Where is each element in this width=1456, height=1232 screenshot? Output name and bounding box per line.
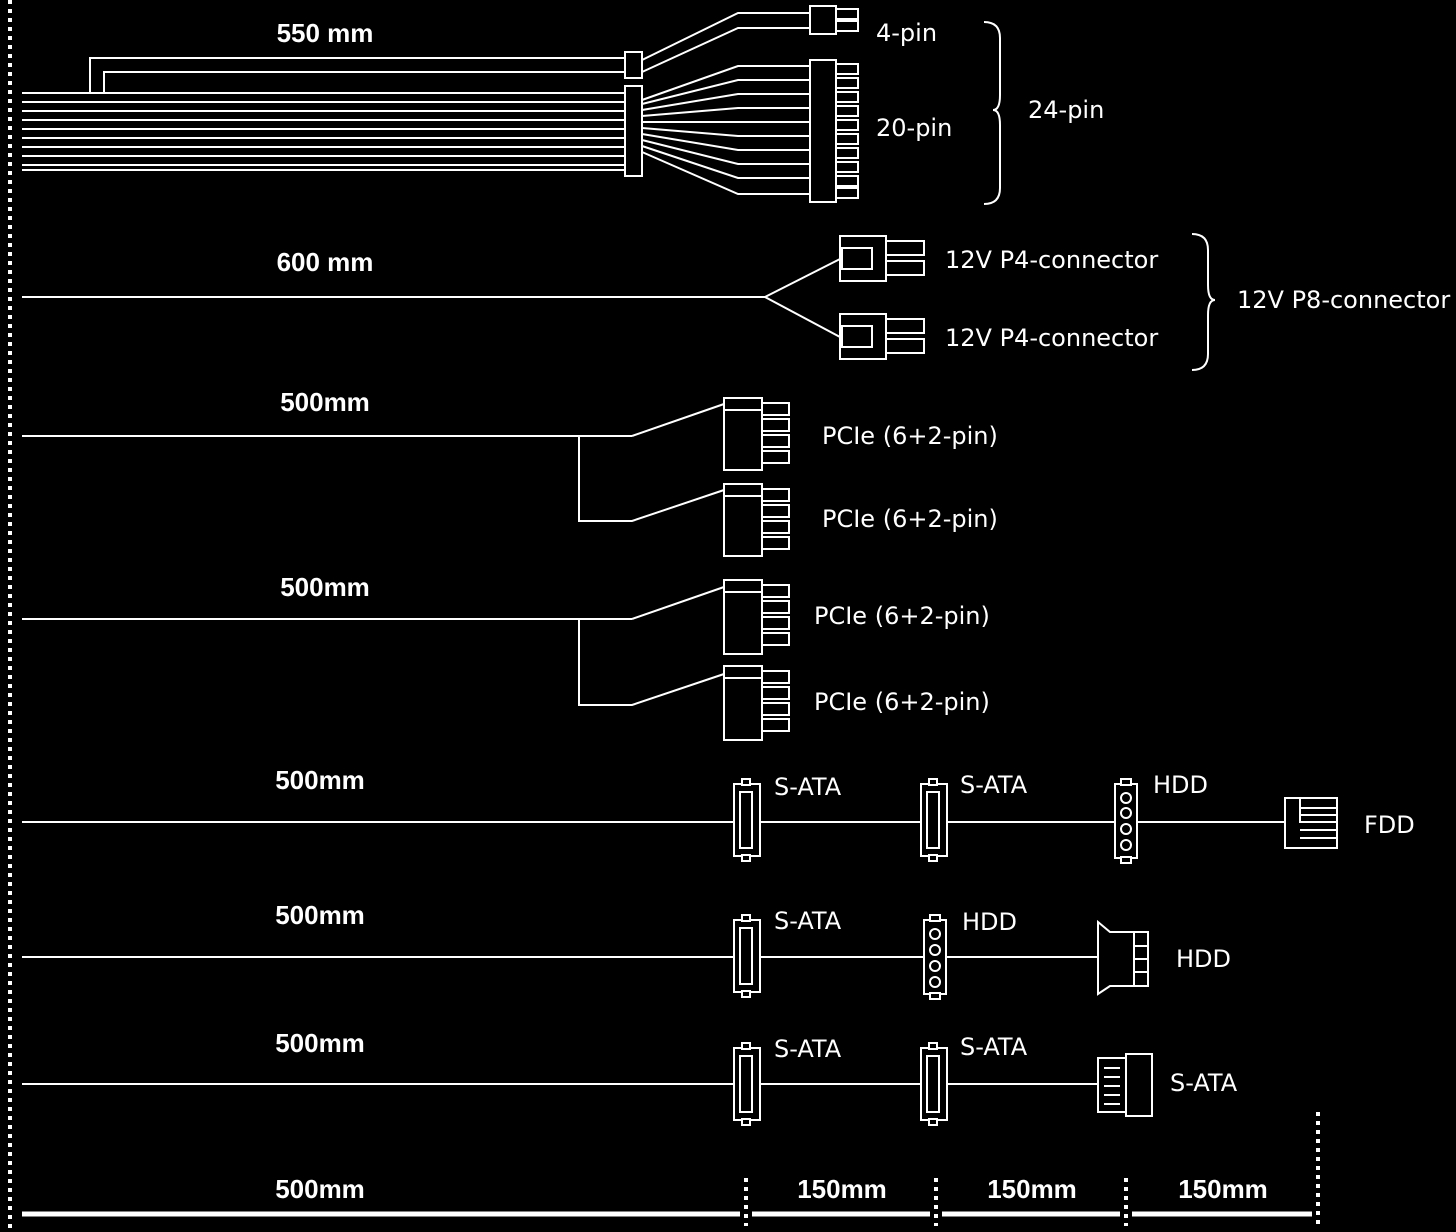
- connector-4pin: [809, 5, 859, 35]
- connector-sata: [733, 914, 761, 998]
- connector-p4-a: [839, 235, 925, 282]
- cable-periph-2: 500mm S-ATA HDD HDD: [22, 900, 1231, 1000]
- connector-fdd: [1284, 797, 1338, 849]
- fan-wires-20pin: [641, 65, 810, 195]
- label-conn-3: HDD: [1153, 771, 1208, 799]
- cable-periph-1: 500mm: [22, 765, 1415, 864]
- wire-bundle: [22, 92, 625, 171]
- label-conn-1: S-ATA: [774, 907, 842, 935]
- label-24pin-group: 24-pin: [1028, 96, 1104, 124]
- cable-length-label: 550 mm: [277, 18, 374, 48]
- label-p4-a: 12V P4-connector: [945, 246, 1158, 274]
- scale-label-3: 150mm: [1178, 1174, 1268, 1204]
- brace-24pin: [983, 21, 1001, 205]
- label-pcie-b: PCIe (6+2-pin): [814, 688, 990, 716]
- connector-pcie: [723, 397, 790, 471]
- connector-sata: [733, 1042, 761, 1126]
- connector-p4-b: [839, 313, 925, 360]
- split-wire-outer: [89, 57, 625, 93]
- label-p8-group: 12V P8-connector: [1237, 286, 1450, 314]
- cable-length-label: 500mm: [280, 572, 370, 602]
- label-conn-1: S-ATA: [774, 1035, 842, 1063]
- label-conn-4: FDD: [1364, 811, 1415, 839]
- connector-molex-female: [1097, 919, 1149, 996]
- connector-sata: [733, 778, 761, 862]
- connector-sata: [920, 1042, 948, 1126]
- label-pcie-a: PCIe (6+2-pin): [814, 602, 990, 630]
- cable-24pin: 550 mm: [22, 5, 1104, 205]
- connector-molex: [1114, 778, 1138, 864]
- label-pcie-b: PCIe (6+2-pin): [822, 505, 998, 533]
- label-conn-2: HDD: [962, 908, 1017, 936]
- scale-label-1: 150mm: [797, 1174, 887, 1204]
- cable-pcie-2: 500mm PCIe (6+2-pin) PCIe (6+2-pin): [22, 572, 990, 741]
- scale-label-2: 150mm: [987, 1174, 1077, 1204]
- connector-sata-end: [1097, 1053, 1153, 1117]
- connector-pcie: [723, 579, 790, 655]
- brace-p8: [1191, 233, 1216, 371]
- sleeve-large: [624, 85, 643, 177]
- scale-label-main: 500mm: [275, 1174, 365, 1204]
- length-scale: 500mm 150mm 150mm 150mm: [22, 1112, 1320, 1226]
- label-conn-1: S-ATA: [774, 773, 842, 801]
- sleeve-small: [624, 51, 643, 79]
- connector-molex: [923, 914, 947, 1000]
- label-conn-2: S-ATA: [960, 1033, 1028, 1061]
- label-p4-b: 12V P4-connector: [945, 324, 1158, 352]
- cable-length-label: 500mm: [275, 1028, 365, 1058]
- label-4pin: 4-pin: [876, 19, 937, 47]
- cable-length-label: 500mm: [275, 765, 365, 795]
- label-conn-3: S-ATA: [1170, 1069, 1238, 1097]
- cable-length-label: 500mm: [275, 900, 365, 930]
- connector-20pin: [809, 59, 859, 203]
- split-wire-inner: [103, 71, 625, 93]
- connector-pcie: [723, 665, 790, 741]
- cable-periph-3: 500mm S-ATA S-ATA S-ATA: [22, 1028, 1238, 1126]
- label-conn-3: HDD: [1176, 945, 1231, 973]
- connector-sata: [920, 778, 948, 862]
- label-conn-2: S-ATA: [960, 771, 1028, 799]
- cable-length-label: 500mm: [280, 387, 370, 417]
- label-pcie-a: PCIe (6+2-pin): [822, 422, 998, 450]
- connector-pcie: [723, 483, 790, 557]
- cable-pcie-1: 500mm PCIe (6+2-pin) PCIe (6+2-pin): [22, 387, 998, 557]
- label-20pin: 20-pin: [876, 114, 952, 142]
- cable-cpu: 600 mm 12V P4-connector 12V P4-connector…: [22, 233, 1450, 371]
- cable-length-label: 600 mm: [277, 247, 374, 277]
